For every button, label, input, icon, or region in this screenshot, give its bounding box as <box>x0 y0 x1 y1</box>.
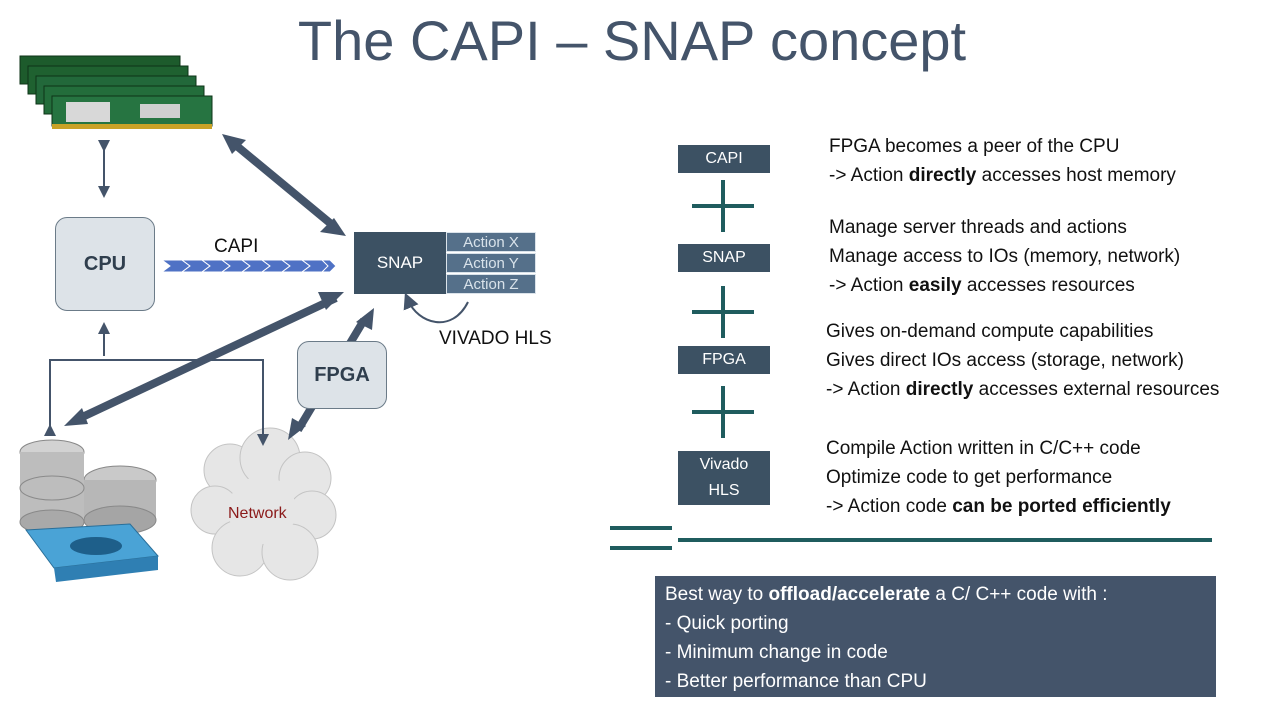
fpga-box: FPGA <box>297 341 387 409</box>
plus-icon <box>692 386 754 438</box>
network-label: Network <box>228 505 287 522</box>
stack-desc-line: -> Action easily accesses resources <box>829 271 1180 300</box>
text-segment: FPGA becomes a peer of the CPU <box>829 136 1120 157</box>
thin-connectors <box>44 140 269 446</box>
cpu-label: CPU <box>83 252 127 275</box>
text-segment: Gives direct IOs access (storage, networ… <box>826 350 1184 371</box>
action-y-box: Action Y <box>446 253 536 273</box>
summary-item: - Quick porting <box>665 613 789 634</box>
text-segment: Best way to <box>665 584 769 605</box>
summary-heading: Best way to offload/accelerate a C/ C++ … <box>665 580 1206 609</box>
text-segment: Optimize code to get performance <box>826 467 1113 488</box>
action-z-box: Action Z <box>446 274 536 294</box>
stack-tag-fpga: FPGA <box>678 346 770 374</box>
text-segment: Manage server threads and actions <box>829 217 1127 238</box>
emphasis-text: offload/accelerate <box>768 584 931 605</box>
stack-operators <box>610 180 1212 550</box>
stack-desc-line: Gives direct IOs access (storage, networ… <box>826 346 1219 375</box>
storage-icon <box>19 439 160 582</box>
stack-desc-line: FPGA becomes a peer of the CPU <box>829 132 1176 161</box>
text-segment: -> Action <box>829 275 909 296</box>
text-segment: -> Action <box>826 379 906 400</box>
stack-tag-capi: CAPI <box>678 145 770 173</box>
text-segment: accesses host memory <box>976 165 1176 186</box>
vivado-curve-arrow <box>403 292 469 324</box>
summary-item: - Minimum change in code <box>665 642 888 663</box>
text-segment: -> Action <box>829 165 909 186</box>
summary-item: - Better performance than CPU <box>665 671 927 692</box>
snap-label: SNAP <box>376 253 424 272</box>
stack-desc-line: -> Action directly accesses host memory <box>829 161 1176 190</box>
emphasis-text: directly <box>908 165 977 186</box>
stack-desc-line: Gives on-demand compute capabilities <box>826 317 1219 346</box>
stack-desc-line: Manage access to IOs (memory, network) <box>829 242 1180 271</box>
emphasis-text: directly <box>905 379 974 400</box>
memory-modules-icon <box>19 55 213 129</box>
stack-desc-line: Compile Action written in C/C++ code <box>826 434 1171 463</box>
stack-desc-line: -> Action code can be ported efficiently <box>826 492 1171 521</box>
plus-icon <box>692 180 754 232</box>
stack-tag-snap: SNAP <box>678 244 770 272</box>
text-segment: Manage access to IOs (memory, network) <box>829 246 1181 267</box>
architecture-diagram <box>19 55 469 582</box>
stack-tag-vivado: Vivado HLS <box>678 451 770 505</box>
action-x-box: Action X <box>446 232 536 252</box>
vivado-hls-label: VIVADO HLS <box>439 328 552 349</box>
arrow-heads <box>64 134 374 440</box>
network-cloud-icon <box>190 427 337 581</box>
text-segment: Gives on-demand compute capabilities <box>826 321 1154 342</box>
emphasis-text: can be ported efficiently <box>952 496 1171 517</box>
fpga-label: FPGA <box>314 363 370 386</box>
cpu-box: CPU <box>55 217 155 311</box>
emphasis-text: easily <box>908 275 962 296</box>
text-segment: a C/ C++ code with : <box>930 584 1108 605</box>
capi-link-chevrons <box>160 259 337 273</box>
stack-desc-capi: FPGA becomes a peer of the CPU -> Action … <box>829 132 1176 190</box>
stack-desc-line: Optimize code to get performance <box>826 463 1171 492</box>
stack-desc-line: Manage server threads and actions <box>829 213 1180 242</box>
text-segment: -> Action code <box>826 496 953 517</box>
stack-desc-line: -> Action directly accesses external res… <box>826 375 1219 404</box>
plus-icon <box>692 286 754 338</box>
text-segment: accesses external resources <box>973 379 1220 400</box>
summary-box: Best way to offload/accelerate a C/ C++ … <box>655 576 1216 697</box>
capi-link-label: CAPI <box>214 236 259 257</box>
text-segment: Compile Action written in C/C++ code <box>826 438 1141 459</box>
page-title: The CAPI – SNAP concept <box>297 9 967 72</box>
text-segment: accesses resources <box>961 275 1135 296</box>
snap-box: SNAP <box>354 232 446 294</box>
equals-icon <box>610 526 672 550</box>
